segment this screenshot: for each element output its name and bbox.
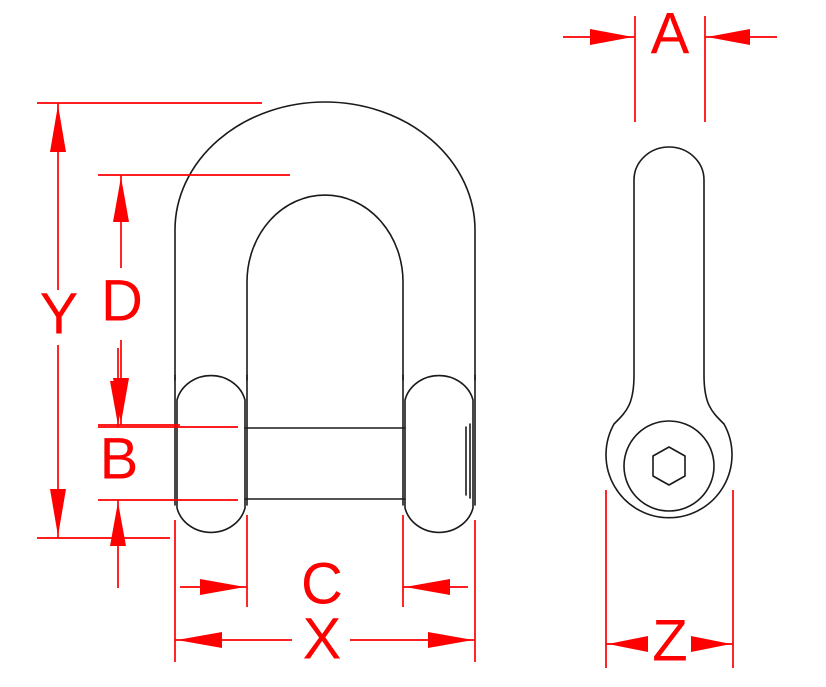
dimension-Z-arrow-right <box>691 636 731 652</box>
dimension-label-C: C <box>301 551 343 616</box>
inner-bow-arc <box>246 194 404 381</box>
dimension-X-arrow-right <box>428 632 473 648</box>
dimension-B-arrow-top <box>110 381 126 425</box>
dimension-A: A <box>563 1 777 122</box>
right-eye-boss <box>404 374 474 534</box>
dimension-A-arrow-right <box>707 29 750 45</box>
dimension-label-Z: Z <box>652 608 687 673</box>
dimension-Z: Z <box>605 490 734 673</box>
dimension-Z-arrow-left <box>608 636 648 652</box>
dimension-Y: Y <box>37 102 262 539</box>
dimension-Y-arrow-top <box>50 105 66 152</box>
dimension-C-arrow-right <box>405 579 450 595</box>
dimension-B-arrow-bottom <box>110 502 126 546</box>
outer-bow-arc <box>174 101 476 381</box>
dimension-C-arrow-left <box>200 579 245 595</box>
pin-head-circle <box>623 420 715 512</box>
front-view-outline <box>174 101 476 534</box>
dimension-label-B: B <box>100 426 139 491</box>
left-eye-boss <box>176 374 246 534</box>
dimension-X-arrow-left <box>177 632 222 648</box>
dimension-D: D <box>98 174 290 426</box>
dimension-label-D: D <box>101 268 143 333</box>
dimension-Y-arrow-bottom <box>50 489 66 536</box>
dimension-label-Y: Y <box>40 281 79 346</box>
dimension-A-arrow-left <box>590 29 633 45</box>
dimension-label-X: X <box>303 606 342 671</box>
dimension-B: B <box>98 348 238 588</box>
dimension-X: X <box>174 520 476 671</box>
dimension-D-arrow-top <box>113 177 129 222</box>
pin-body-profile <box>605 146 733 519</box>
side-view-outline <box>605 146 733 519</box>
dimension-C: C <box>180 515 468 616</box>
dimension-label-A: A <box>651 1 690 66</box>
hex-socket-recess <box>652 446 686 486</box>
